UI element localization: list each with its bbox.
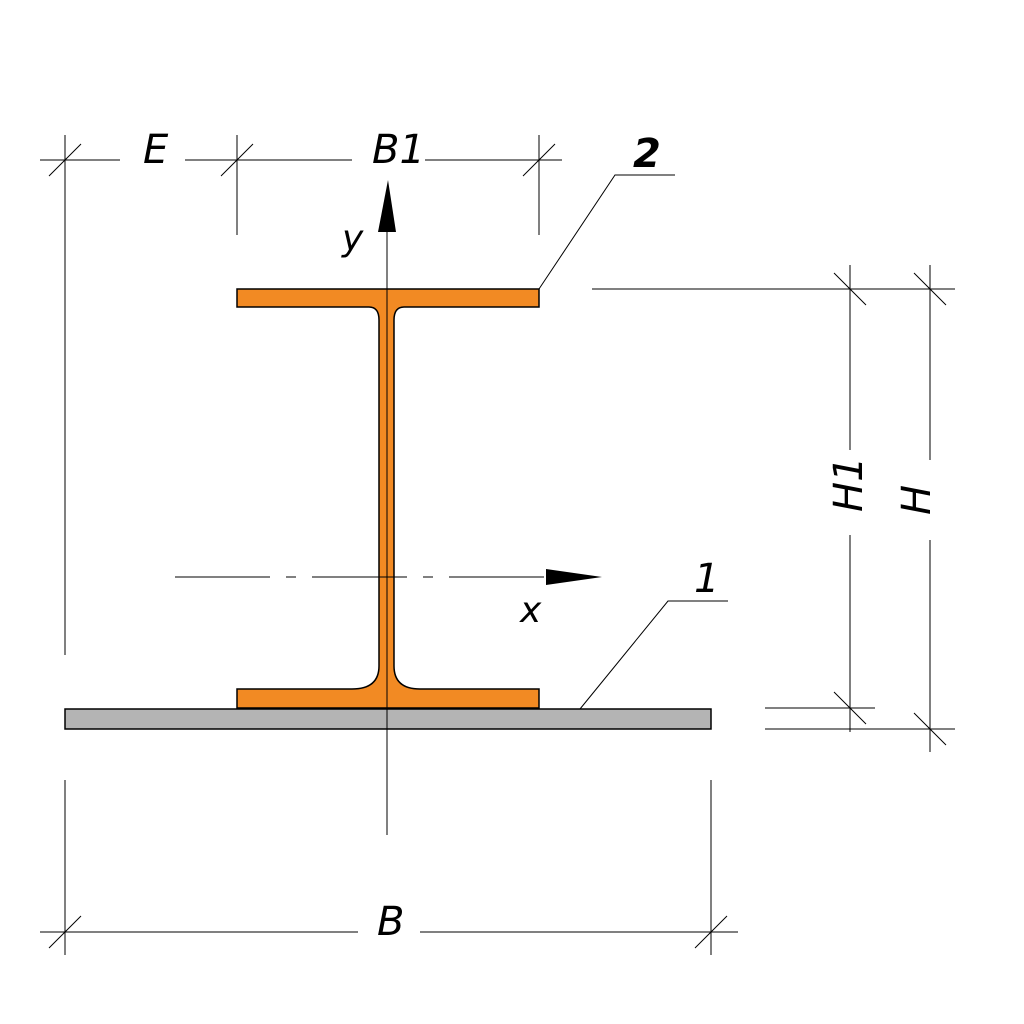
tick-h1-bottom <box>833 691 867 725</box>
base-plate <box>64 708 712 730</box>
y-axis-label: y <box>341 218 364 259</box>
y-axis-arrow <box>378 180 396 232</box>
x-axis-arrow <box>546 569 602 585</box>
x-axis-label: x <box>519 590 542 631</box>
dimension-label-h: H <box>894 485 940 515</box>
dimension-label-b: B <box>377 899 404 945</box>
callout-label-plate: 1 <box>694 556 719 602</box>
tick-b-left <box>48 915 82 949</box>
dimension-label-h1: H1 <box>826 456 872 512</box>
callout-label-beam: 2 <box>633 131 661 177</box>
tick-e-right <box>220 143 254 177</box>
tick-h-top <box>913 272 947 306</box>
leader-line-plate <box>579 600 728 710</box>
tick-b1-right <box>522 143 556 177</box>
dimension-label-e: E <box>143 127 169 173</box>
dimension-label-b1: B1 <box>372 127 425 173</box>
tick-h-bottom <box>913 712 947 746</box>
tick-e-left <box>48 143 82 177</box>
i-beam-section <box>236 288 540 709</box>
tick-h1-top <box>833 272 867 306</box>
tick-b-right <box>694 915 728 949</box>
leader-line-beam <box>538 174 675 290</box>
